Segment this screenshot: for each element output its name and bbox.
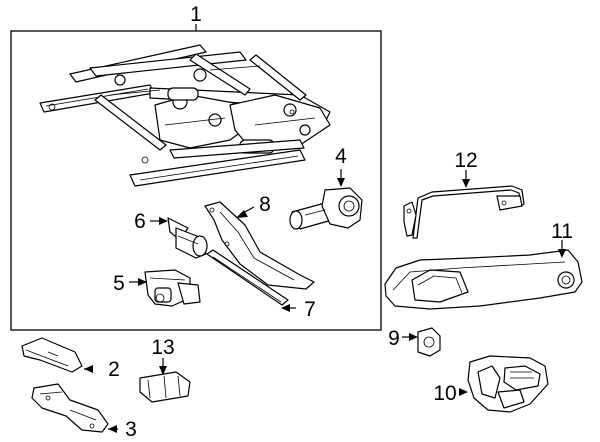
rod-part-12[interactable] xyxy=(403,185,525,239)
callout-7[interactable]: 7 xyxy=(304,298,316,321)
callout-12-arrow xyxy=(462,179,470,188)
seat-adjuster-frame[interactable] xyxy=(39,44,331,187)
callout-4-arrow xyxy=(337,178,345,187)
cover-part-13[interactable] xyxy=(139,371,191,403)
callout-9-arrow xyxy=(409,333,418,341)
callout-11-arrow xyxy=(558,249,566,258)
callout-5[interactable]: 5 xyxy=(113,272,125,295)
drive-cable-part-7[interactable] xyxy=(206,249,289,306)
callout-9[interactable]: 9 xyxy=(388,327,400,350)
side-trim-part-11[interactable] xyxy=(384,249,583,310)
callout-10-arrow xyxy=(459,388,468,396)
callout-4[interactable]: 4 xyxy=(335,145,347,168)
callout-3-arrow xyxy=(108,425,117,433)
callout-12[interactable]: 12 xyxy=(454,149,477,172)
gear-motor-part-5[interactable] xyxy=(144,269,201,307)
callout-3[interactable]: 3 xyxy=(125,418,137,441)
callout-5-arrow xyxy=(138,278,147,286)
callout-6-arrow xyxy=(159,217,168,225)
control-module-part-2[interactable] xyxy=(21,337,83,373)
callout-2-arrow xyxy=(84,365,93,373)
callout-1[interactable]: 1 xyxy=(190,3,202,26)
callout-2[interactable]: 2 xyxy=(108,358,120,381)
callout-13-arrow xyxy=(159,366,167,375)
switch-panel-part-10[interactable] xyxy=(467,355,549,413)
callout-6[interactable]: 6 xyxy=(134,210,146,233)
switch-part-9[interactable] xyxy=(417,327,441,357)
seat-motor-part-6[interactable] xyxy=(167,217,208,259)
callout-13[interactable]: 13 xyxy=(151,336,174,359)
callout-11[interactable]: 11 xyxy=(551,220,573,243)
callout-10[interactable]: 10 xyxy=(433,382,456,405)
bracket-part-8[interactable] xyxy=(204,201,315,290)
callout-8-arrow xyxy=(236,210,248,218)
callout-8[interactable]: 8 xyxy=(259,193,271,216)
callout-7-arrow xyxy=(281,304,290,312)
mounting-bracket-part-3[interactable] xyxy=(31,383,109,433)
motor-part-4[interactable] xyxy=(289,187,363,230)
